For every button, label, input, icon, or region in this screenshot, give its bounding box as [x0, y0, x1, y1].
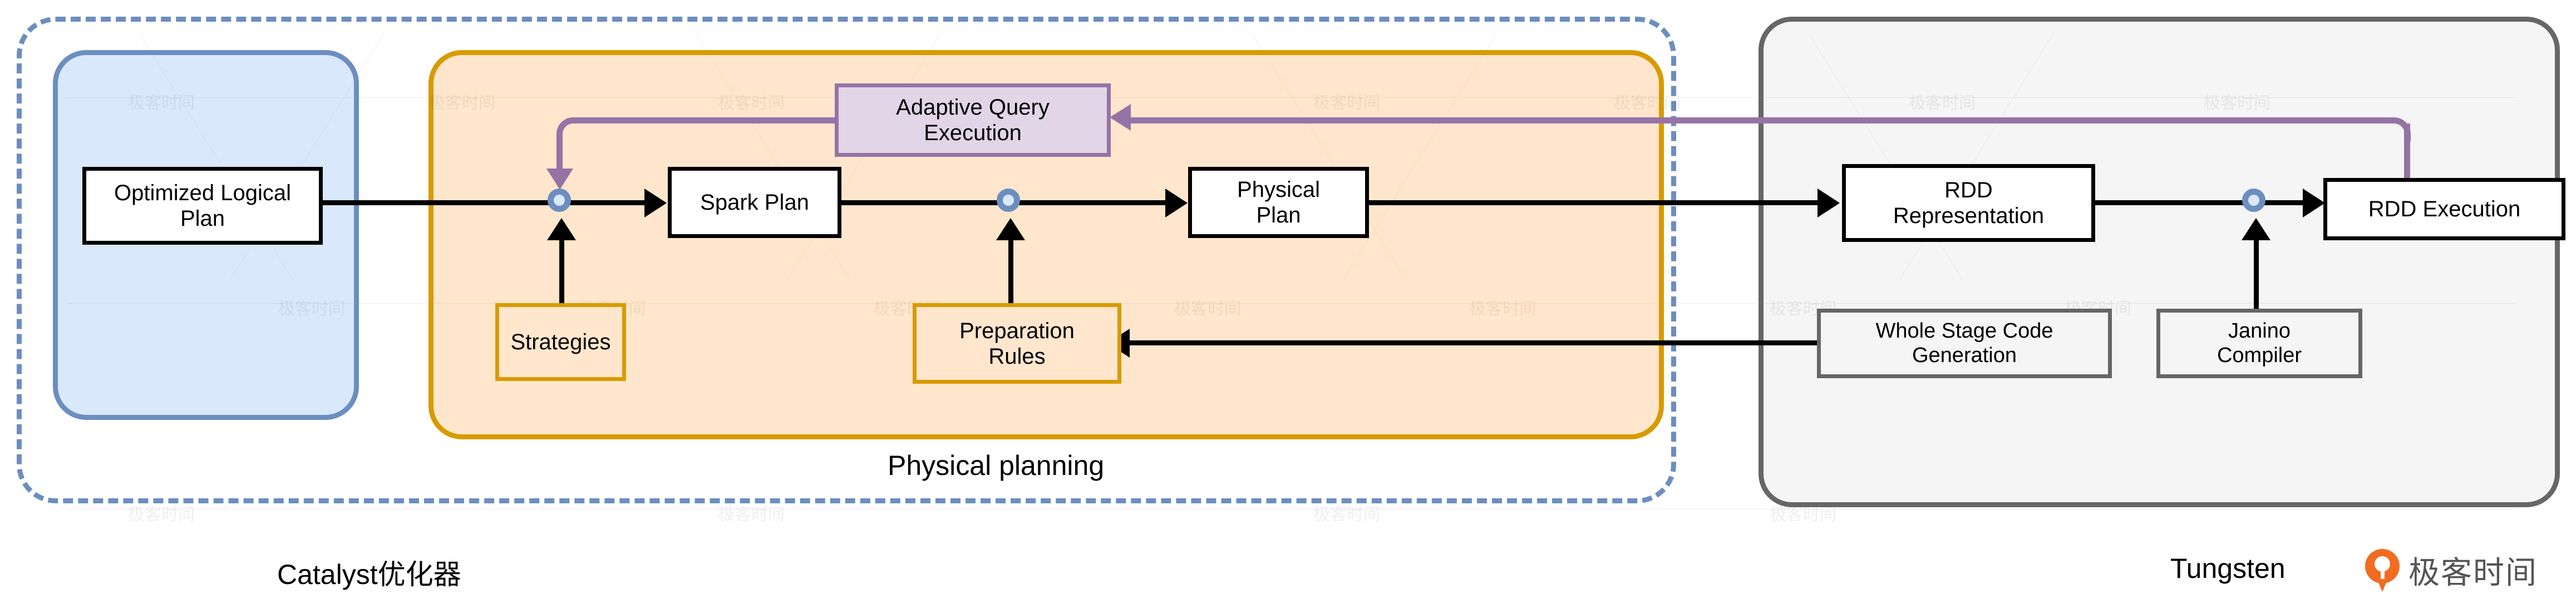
node-label-line1: Physical [1237, 177, 1320, 202]
arrowhead-janino-up [2242, 218, 2270, 240]
node-label-line1: Preparation [959, 318, 1075, 343]
node-label-line2: Compiler [2217, 343, 2302, 367]
node-label-line1: RDD [1944, 178, 1993, 202]
geektime-logo-text: 极客时间 [2408, 555, 2538, 590]
node-label-line1: Whole Stage Code [1875, 319, 2053, 343]
node-label: RDD Execution [2368, 197, 2521, 221]
edge-strategies-to-junction [559, 222, 564, 306]
node-label: Spark Plan [700, 190, 809, 215]
caption-physical-planning: Physical planning [888, 450, 1105, 481]
node-label-line2: Plan [1256, 203, 1301, 227]
edge-physical-plan-to-rdd-representation [1369, 200, 1820, 205]
aqe-arrowhead-down-to-junction [546, 169, 573, 190]
node-adaptive-query-execution[interactable]: Adaptive Query Execution [835, 83, 1111, 157]
aqe-edge-horizontal-left [572, 117, 838, 123]
edge-spark-plan-to-junction2 [841, 200, 1011, 205]
arrowhead-to-physical-plan [1165, 189, 1188, 217]
node-label-line2: Rules [988, 344, 1046, 369]
edge-preparation-rules-to-junction2 [1008, 222, 1013, 306]
catalyst-container [17, 17, 1676, 503]
node-label-line1: Janino [2228, 319, 2291, 343]
geektime-logo-mark-icon [2365, 548, 2400, 592]
node-strategies[interactable]: Strategies [495, 303, 626, 381]
arrowhead-to-rdd-representation [1818, 189, 1840, 217]
node-rdd-execution[interactable]: RDD Execution [2323, 178, 2565, 240]
node-preparation-rules[interactable]: Preparation Rules [913, 303, 1121, 384]
arrowhead-preparation-rules-up [996, 218, 1025, 240]
watermark-text: 极客时间 [1313, 506, 1380, 524]
arrowhead-to-spark-plan [644, 189, 667, 217]
node-label-line2: Plan [180, 206, 225, 231]
watermark-text: 极客时间 [718, 506, 785, 524]
node-optimized-logical-plan[interactable]: Optimized Logical Plan [82, 167, 323, 245]
aqe-edge-elbow-right [2386, 117, 2411, 142]
junction-dot-strategies[interactable] [548, 189, 571, 212]
geektime-logo: 极客时间 [2365, 548, 2538, 593]
junction-dot-rdd-execution[interactable] [2242, 189, 2265, 212]
aqe-edge-horizontal-top [1130, 117, 2388, 123]
node-label: Strategies [510, 330, 611, 354]
node-janino-compiler[interactable]: Janino Compiler [2156, 309, 2362, 378]
edge-rdd-representation-to-junction3 [2095, 200, 2254, 205]
watermark-text: 极客时间 [128, 506, 195, 524]
edge-junction-to-spark-plan [559, 200, 646, 205]
node-label-line2: Generation [1912, 343, 2017, 367]
aqe-edge-elbow-left [556, 117, 581, 142]
edge-olp-to-junction [323, 200, 562, 205]
junction-dot-preparation-rules[interactable] [997, 189, 1020, 212]
aqe-edge-vertical-left [556, 133, 563, 176]
arrowhead-strategies-up [547, 218, 576, 240]
node-whole-stage-code-generation[interactable]: Whole Stage Code Generation [1817, 309, 2112, 378]
node-label-line1: Adaptive Query [896, 95, 1050, 120]
watermark-line [67, 303, 2515, 304]
node-rdd-representation[interactable]: RDD Representation [1842, 164, 2095, 242]
node-label-line2: Representation [1893, 204, 2045, 228]
node-spark-plan[interactable]: Spark Plan [668, 167, 841, 238]
node-label-line2: Execution [924, 121, 1022, 145]
edge-janino-to-junction3 [2254, 222, 2259, 311]
node-physical-plan[interactable]: Physical Plan [1188, 167, 1369, 238]
caption-tungsten: Tungsten [2170, 553, 2286, 584]
aqe-arrowhead-into-box [1110, 104, 1131, 131]
aqe-edge-vertical-right [2404, 123, 2410, 179]
node-label-line1: Optimized Logical [114, 181, 291, 205]
edge-wholestage-to-preparation-rules [1129, 340, 1819, 345]
edge-junction3-to-rdd-execution [2254, 200, 2307, 205]
arrowhead-to-rdd-execution [2303, 189, 2325, 217]
edge-junction2-to-physical-plan [1008, 200, 1167, 205]
watermark-line [67, 97, 2515, 98]
caption-catalyst: Catalyst优化器 [277, 559, 461, 590]
tungsten-container [1759, 17, 2560, 507]
